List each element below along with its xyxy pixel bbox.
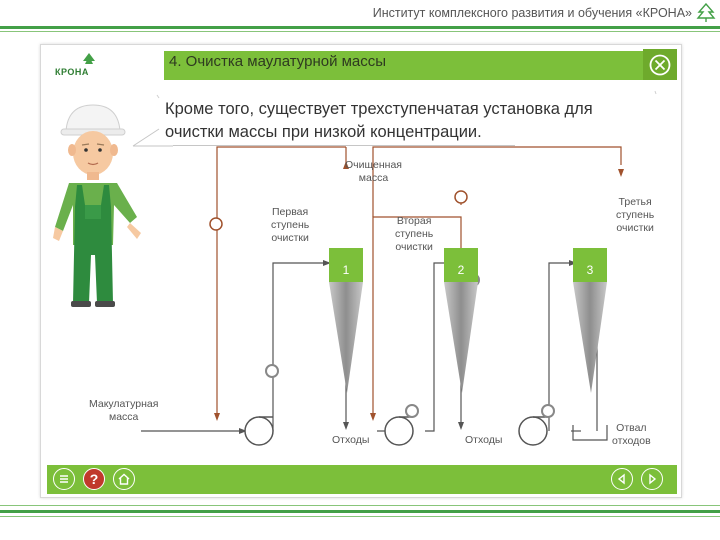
help-button[interactable]: ?: [83, 468, 105, 490]
arrow-left-icon: [617, 473, 625, 485]
hydrocyclone-1: [329, 282, 363, 393]
flow-valve-icon: [209, 217, 223, 231]
cone-2-number: 2: [457, 263, 465, 277]
top-band: [0, 26, 720, 29]
arrow-right-icon: [649, 473, 657, 485]
brand-name: КРОНА: [55, 67, 89, 77]
pump-icon: [244, 416, 274, 446]
forward-button[interactable]: [641, 468, 663, 490]
close-x-icon: [649, 54, 671, 75]
hydrocyclone-3: [573, 282, 607, 393]
pump-icon: [518, 416, 548, 446]
cone-3-number: 3: [586, 263, 594, 277]
arrow-down-icon: [618, 169, 624, 177]
arrow-down-icon: [343, 422, 349, 430]
cone-3-head: [573, 248, 607, 282]
speech-text: Кроме того, существует трехступенчатая у…: [165, 98, 593, 144]
menu-button[interactable]: [53, 468, 75, 490]
arrow-down-icon: [458, 422, 464, 430]
lesson-title: 4. Очистка маулатурной массы: [169, 53, 387, 70]
top-band-thin: [0, 31, 720, 32]
arrow-right-icon: [323, 260, 331, 266]
cone-1-head: [329, 248, 363, 282]
footer-bar: [47, 465, 677, 494]
list-icon: [60, 475, 68, 483]
valve-icon: [541, 404, 555, 418]
worker-character: [53, 104, 141, 307]
brand-logo: КРОНА: [49, 49, 129, 81]
flow-valve-icon: [454, 190, 468, 204]
krona-tree-icon: [696, 3, 716, 22]
speech-line-1: Кроме того, существует трехступенчатая у…: [165, 100, 593, 118]
cone-1-number: 1: [342, 263, 350, 277]
header-bar: [164, 51, 676, 80]
institute-title: Институт комплексного развития и обучени…: [372, 6, 692, 20]
recycle-flow-line: [372, 146, 622, 217]
home-button[interactable]: [113, 468, 135, 490]
label-waste-1: Отходы: [332, 434, 370, 446]
bottom-band: [0, 510, 720, 513]
pump-icon: [384, 416, 414, 446]
crown-icon: [83, 53, 95, 64]
speech-underline: [173, 145, 515, 146]
arrow-down-icon: [370, 413, 376, 421]
arrow-down-icon: [214, 413, 220, 421]
question-icon: ?: [89, 471, 99, 487]
bottom-band-thin: [0, 505, 720, 506]
hydrocyclone-2: [444, 282, 478, 393]
process-diagram: [141, 146, 624, 446]
label-waste-2: Отходы: [465, 434, 503, 446]
valve-icon: [405, 404, 419, 418]
valve-icon: [265, 364, 279, 378]
bottom-band-thin-2: [0, 516, 720, 517]
home-icon: [118, 473, 130, 485]
speech-pointer: [132, 90, 657, 147]
back-button[interactable]: [611, 468, 633, 490]
speech-line-2: очистки массы при низкой концентрации.: [165, 123, 482, 141]
input-flow-line: [216, 146, 346, 417]
lesson-frame: КРОНА 4. Очистка маулатурной массы Кроме…: [40, 44, 682, 498]
arrow-right-icon: [239, 428, 247, 434]
cone-2-head: [444, 248, 478, 282]
arrow-up-icon: [343, 161, 349, 169]
close-button[interactable]: [643, 49, 677, 80]
